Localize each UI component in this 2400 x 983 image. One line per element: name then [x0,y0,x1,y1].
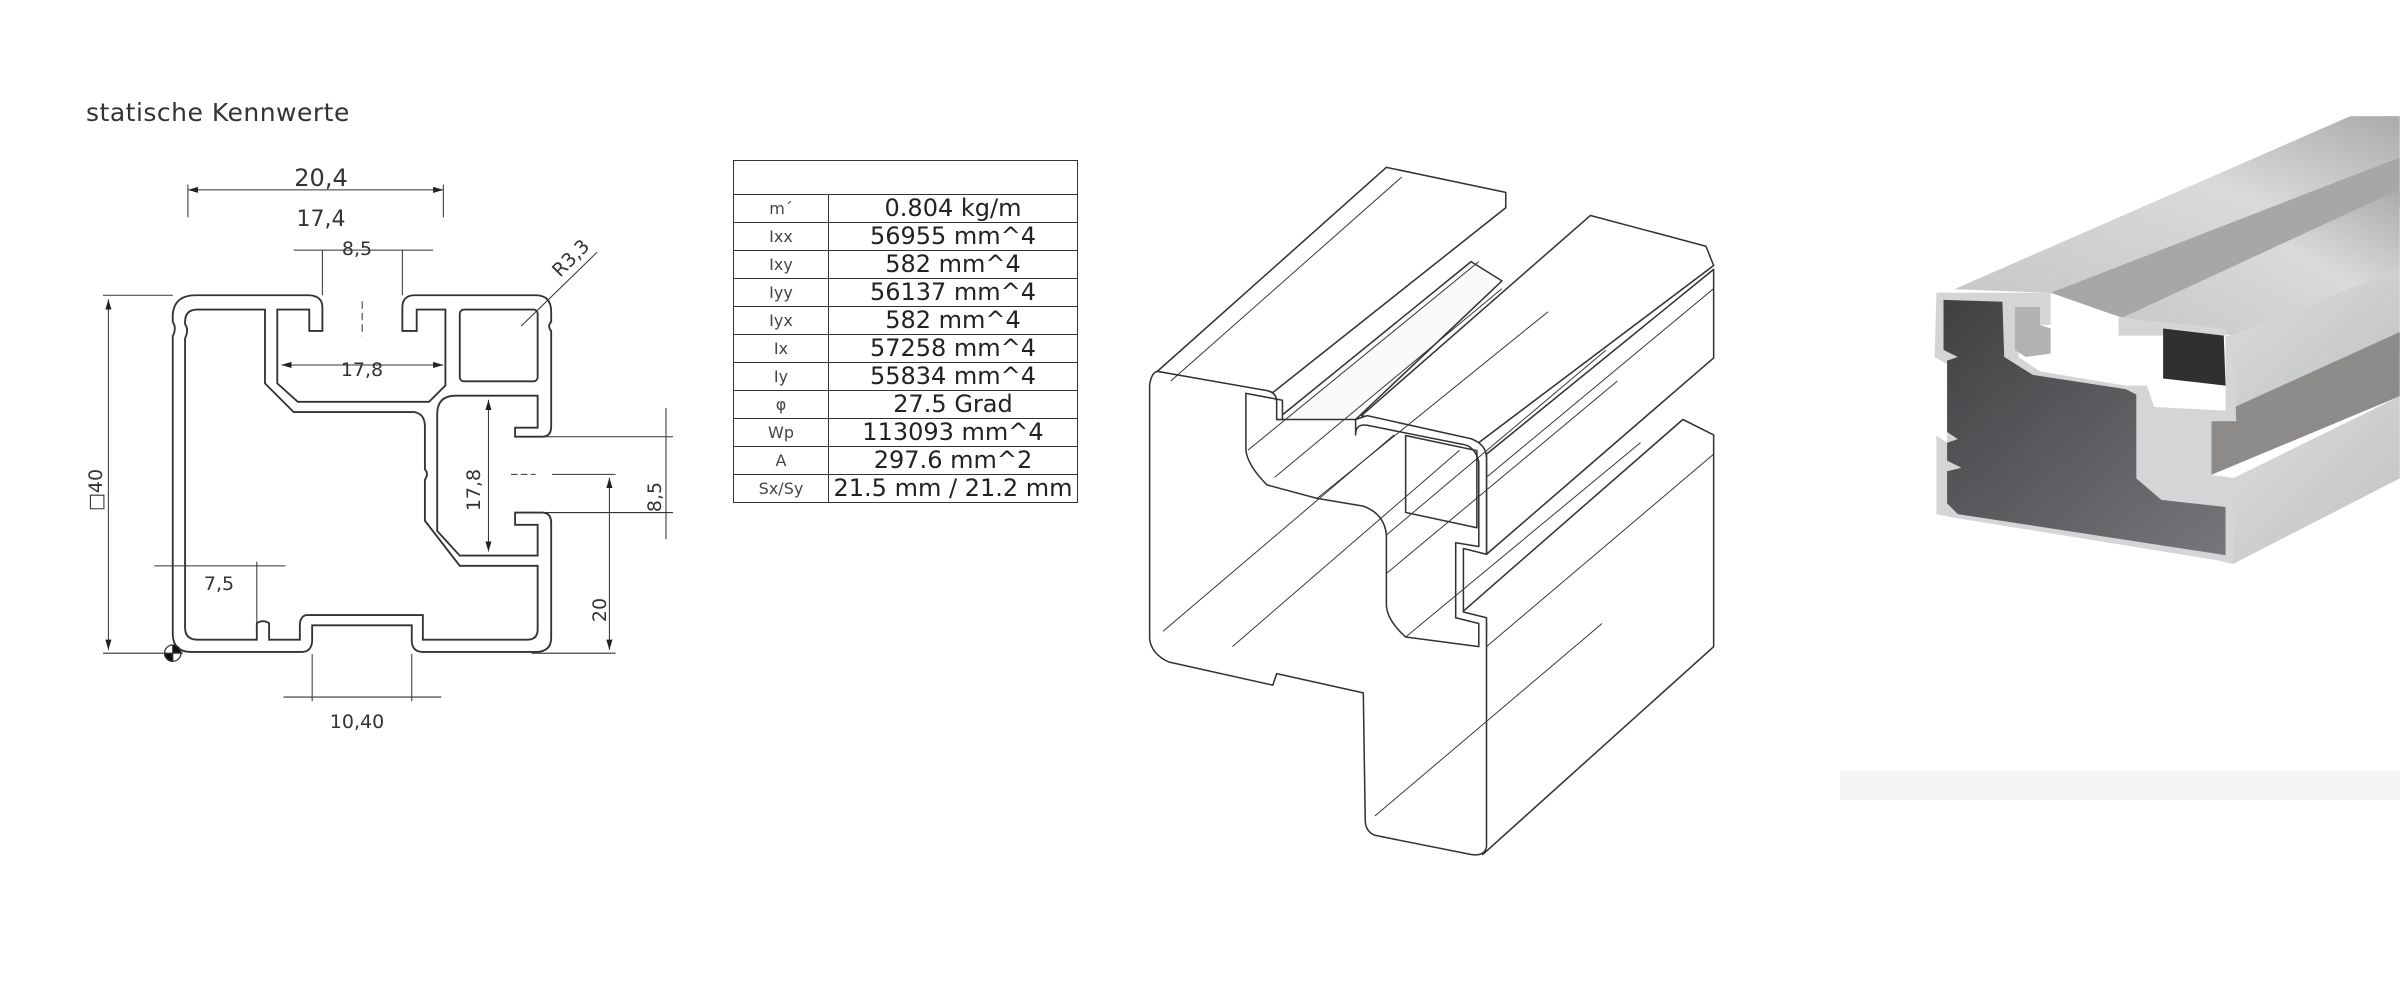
dim-overall-width: 20,4 [294,164,347,192]
row-value: 21.5 mm / 21.2 mm [828,474,1078,503]
iso-square-hole [1404,434,1478,529]
photo-right-face-upper [2232,267,2400,415]
photo-right-face-lower [2232,396,2400,565]
row-label: Iyy [733,278,829,307]
profile-square-hole [458,308,539,383]
dim-wall-offset: 7,5 [204,573,234,595]
table-header [733,160,1078,195]
row-value: 57258 mm^4 [828,334,1078,363]
photo-top-face-left [1954,116,2400,293]
dim-square: □40 [85,469,107,511]
row-value: 56955 mm^4 [828,222,1078,251]
row-value: 297.6 mm^2 [828,446,1078,475]
center-of-gravity-icon [163,644,182,662]
row-value: 582 mm^4 [828,306,1078,335]
dim-top-slot: 8,5 [342,238,372,260]
photo-slot-top [2050,157,2400,318]
table-header-row [733,160,1078,195]
profile-main-cavity [184,308,539,641]
row-label: Ixx [733,222,829,251]
row-label: φ [733,390,829,419]
dim-bottom-slot: 10,40 [330,711,384,733]
row-value: 55834 mm^4 [828,362,1078,391]
row-value: 56137 mm^4 [828,278,1078,307]
dim-side-slot-inner: 17,8 [463,469,485,511]
row-label: Sx/Sy [733,474,829,503]
row-value: 113093 mm^4 [828,418,1078,447]
row-value: 27.5 Grad [828,390,1078,419]
photo-top-face-right [2122,189,2400,336]
photo-slot-cavity [2014,307,2051,358]
row-label: m´ [733,194,829,223]
page-title: statische Kennwerte [86,98,350,127]
dim-side-height: 20 [589,598,611,622]
table-row: m´0.804 kg/m [733,194,1078,223]
dim-partial-width: 17,4 [297,207,346,232]
photo-shadow [1840,771,2400,800]
photo-side-slot [2211,332,2400,475]
iso-slot-floor [1275,260,1503,421]
iso-front-face [1148,370,1488,856]
row-value: 0.804 kg/m [828,194,1078,223]
dim-side-slot: 8,5 [644,482,666,512]
iso-extrusion-lines [1162,176,1714,817]
photo-square-hole [2163,328,2226,386]
dim-top-slot-inner: 17,8 [341,359,383,381]
photo-main-cavity [1943,299,2226,556]
row-label: Ixy [733,250,829,279]
